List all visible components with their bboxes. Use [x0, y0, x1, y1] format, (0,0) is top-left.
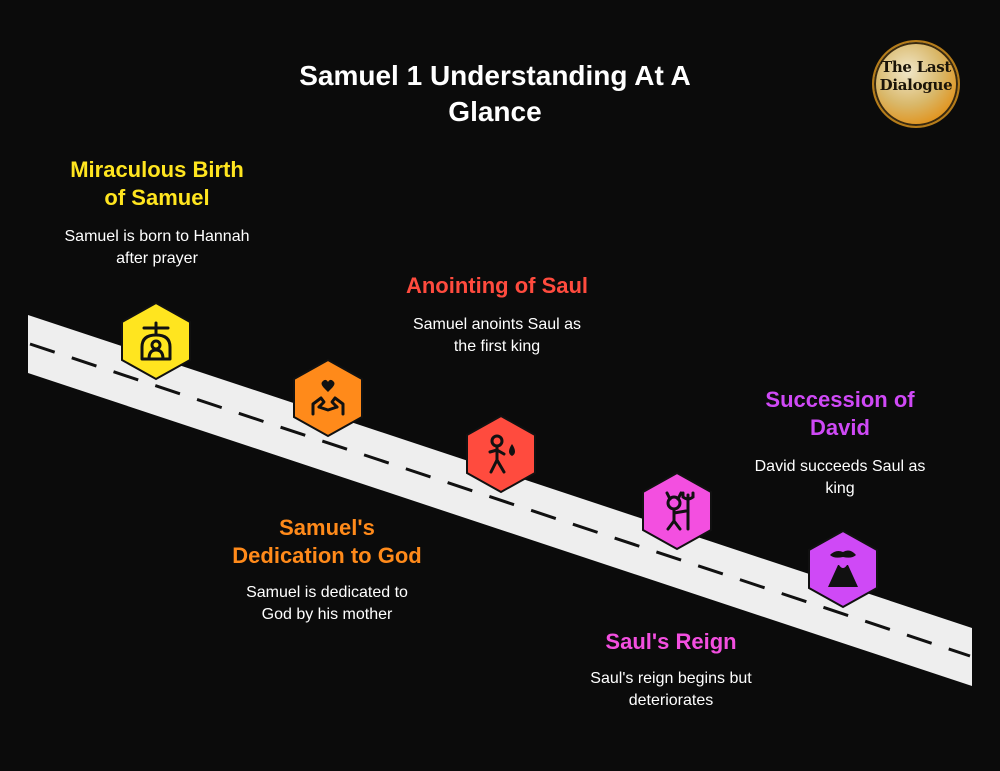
- offering-hands-heart-icon: [291, 358, 365, 438]
- milestone-dedication: Samuel's Dedication to God Samuel is ded…: [230, 514, 424, 626]
- milestone-succession-title: Succession of David: [765, 387, 915, 440]
- milestone-reign-description: Saul's reign begins but deteriorates: [590, 670, 752, 709]
- milestone-reign: Saul's Reign Saul's reign begins but det…: [574, 628, 768, 712]
- milestone-dedication-title: Samuel's Dedication to God: [232, 515, 422, 568]
- anointing-figure-icon: [464, 414, 538, 494]
- praying-woman-icon: [119, 301, 193, 381]
- milestone-reign-title: Saul's Reign: [605, 629, 737, 654]
- milestone-birth: Miraculous Birth of Samuel Samuel is bor…: [62, 156, 252, 270]
- logo: The Last Dialogue: [872, 40, 960, 128]
- milestone-dedication-description: Samuel is dedicated to God by his mother: [246, 584, 408, 623]
- page-title: Samuel 1 Understanding At A Glance: [299, 60, 691, 127]
- milestone-birth-title: Miraculous Birth of Samuel: [70, 157, 244, 210]
- devil-trident-icon: [640, 471, 714, 551]
- milestone-birth-description: Samuel is born to Hannah after prayer: [64, 228, 250, 267]
- milestone-anointing: Anointing of Saul Samuel anoints Saul as…: [402, 272, 592, 358]
- milestone-anointing-title: Anointing of Saul: [405, 273, 589, 298]
- milestone-succession-description: David succeeds Saul as king: [754, 458, 926, 497]
- milestone-anointing-description: Samuel anoints Saul as the first king: [412, 316, 582, 355]
- logo-text: The Last Dialogue: [879, 58, 953, 94]
- milestone-succession: Succession of David David succeeds Saul …: [745, 386, 935, 500]
- volcano-icon: [806, 529, 880, 609]
- road-center-line: [29, 342, 971, 658]
